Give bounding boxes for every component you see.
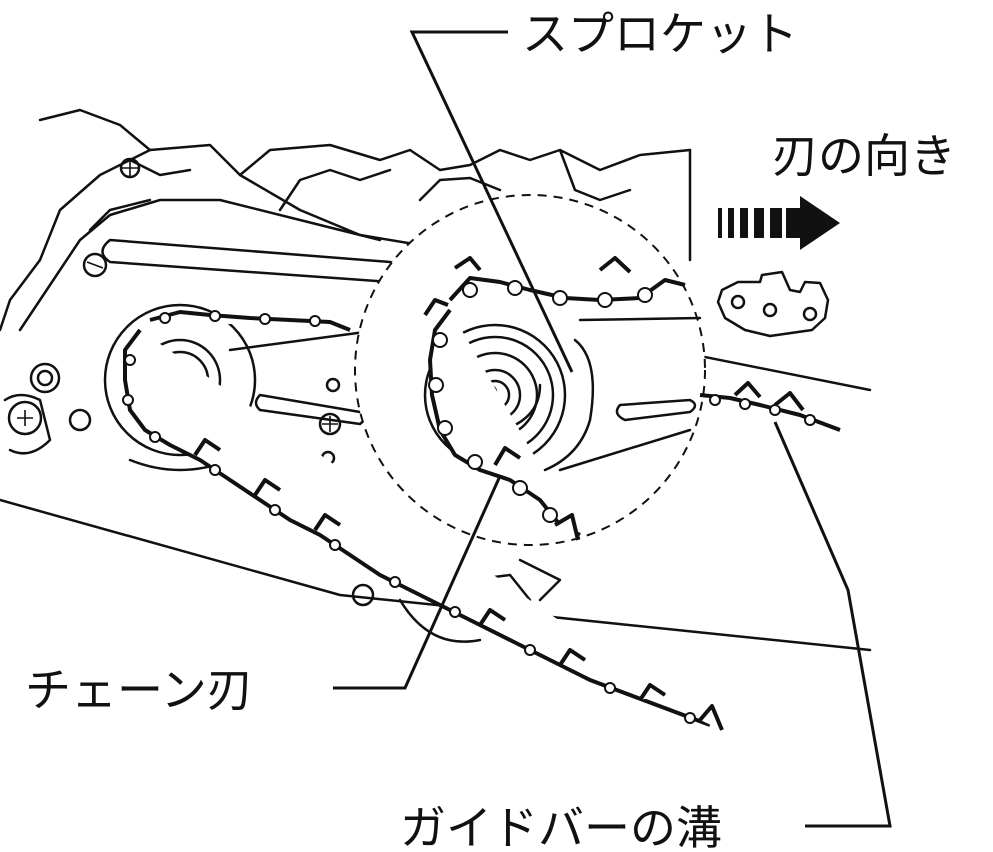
- magnified-detail: [354, 194, 706, 546]
- leader-lines: [333, 30, 892, 828]
- chain-cutter-link-icon: [716, 270, 830, 338]
- saw-chain-right: [699, 381, 841, 432]
- blade-direction-indicator: 刃の向き: [716, 129, 956, 338]
- sprocket-leader: [409, 30, 574, 373]
- sprocket-label: スプロケット: [522, 7, 798, 61]
- guide-bar-groove-label: ガイドバーの溝: [400, 801, 722, 852]
- guide-bar-groove-leader: [773, 421, 892, 828]
- chain-blade-label: チェーン刃: [25, 663, 253, 717]
- chain-blade-leader: [333, 475, 502, 690]
- saw-chain: [122, 310, 724, 731]
- right-arrow-icon: [718, 196, 840, 250]
- blade-direction-label: 刃の向き: [772, 129, 956, 183]
